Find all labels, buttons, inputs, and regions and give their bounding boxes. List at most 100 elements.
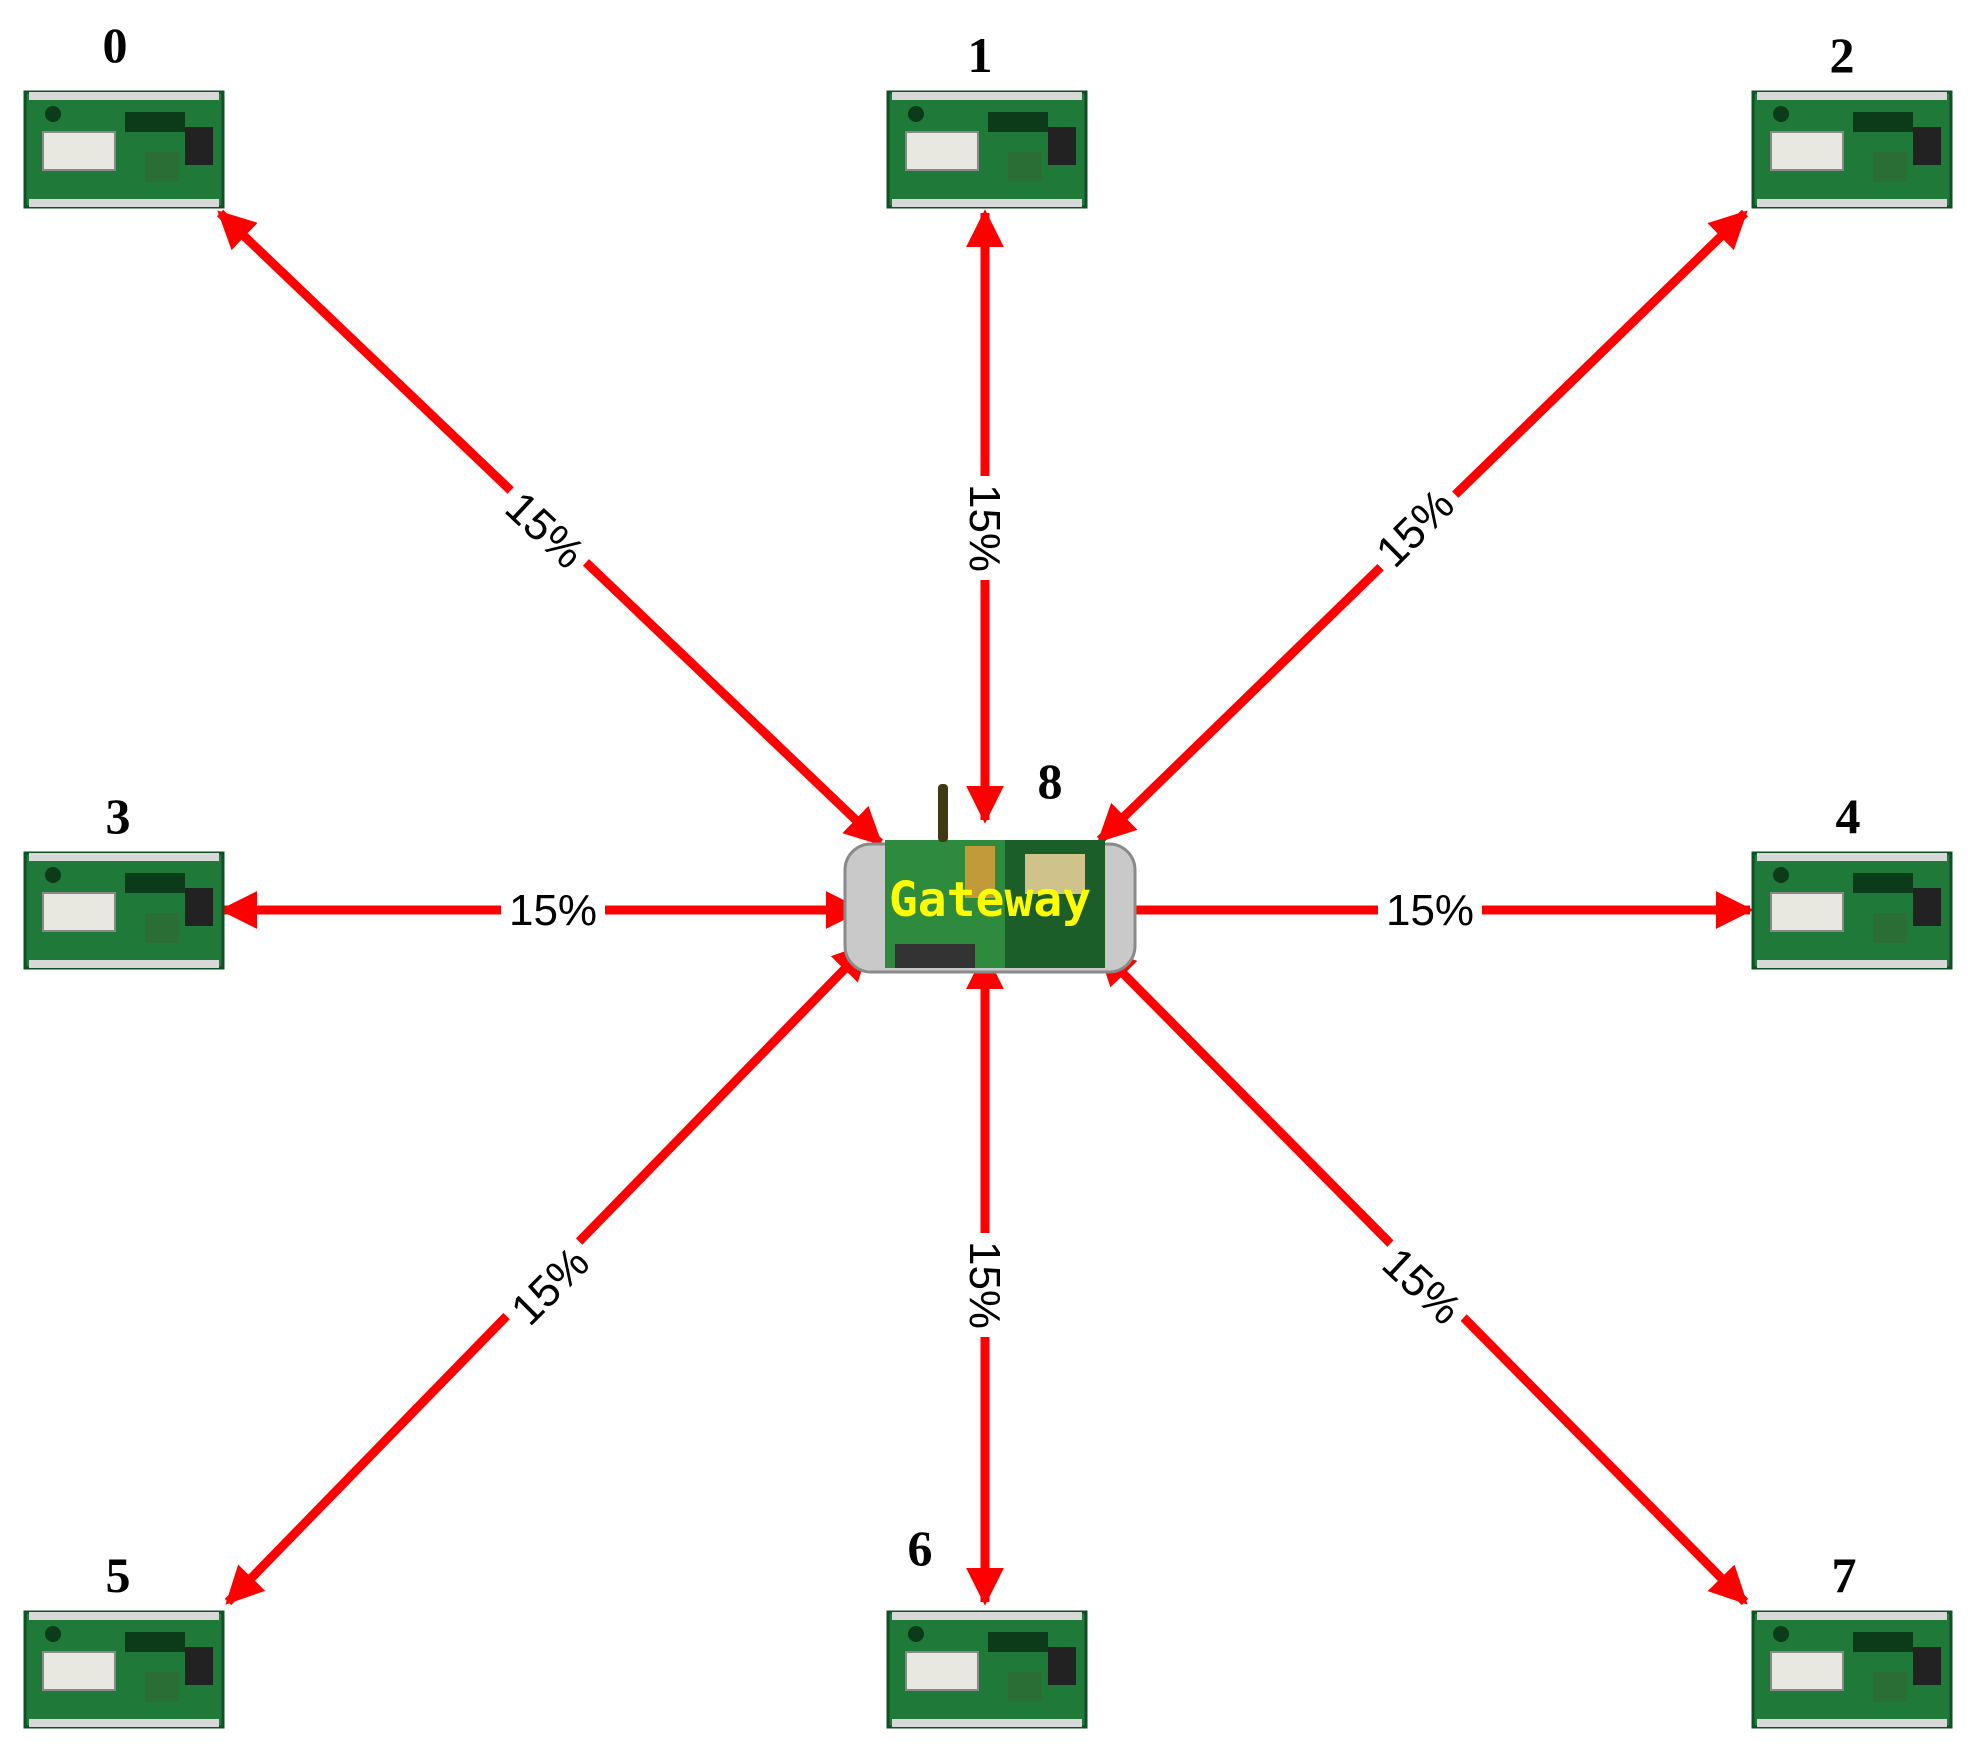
board-radio (145, 152, 179, 182)
link-label-background (1366, 1230, 1480, 1341)
board-bottom-pins (29, 199, 219, 207)
board-chip (1853, 1632, 1913, 1652)
board-radio (1873, 1672, 1907, 1702)
board-mount-hole (908, 106, 924, 122)
link-label-background (493, 1229, 606, 1342)
board-mount-hole (45, 106, 61, 122)
link-label-group-6: 15% (959, 1233, 1013, 1337)
board-chip (988, 112, 1048, 132)
gateway-module (965, 846, 995, 898)
board-radio (1873, 152, 1907, 182)
board-chip (125, 873, 185, 893)
board-bottom-pins (892, 199, 1082, 207)
link-label-group-1: 15% (959, 476, 1013, 580)
link-label-background (501, 882, 605, 936)
board-module (42, 892, 116, 932)
gateway-id: 8 (1038, 753, 1063, 809)
link-label-group-3: 15% (501, 882, 605, 936)
gateway-connector (895, 944, 975, 968)
link-label-4: 15% (1386, 886, 1474, 935)
node-id-3: 3 (106, 788, 131, 844)
board-bottom-pins (1757, 1719, 1947, 1727)
board-module (1770, 1651, 1844, 1691)
board-connector (185, 127, 213, 165)
antenna-icon (938, 784, 948, 842)
board-bottom-pins (1757, 199, 1947, 207)
links-layer: 15%15%15%15%15%15%15%15% (216, 209, 1754, 1606)
board-mount-hole (1773, 867, 1789, 883)
node-id-4: 4 (1836, 788, 1861, 844)
board-bottom-pins (29, 960, 219, 968)
board-header-pins (29, 853, 219, 861)
board-header-pins (892, 92, 1082, 100)
board-chip (125, 1632, 185, 1652)
board-module (1770, 892, 1844, 932)
board-radio (145, 1672, 179, 1702)
board-chip (988, 1632, 1048, 1652)
board-mount-hole (45, 867, 61, 883)
board-header-pins (29, 1612, 219, 1620)
board-module (42, 1651, 116, 1691)
node-board-3 (23, 851, 225, 970)
board-mount-hole (908, 1626, 924, 1642)
board-radio (1008, 1672, 1042, 1702)
board-radio (145, 913, 179, 943)
board-chip (125, 112, 185, 132)
board-module (42, 131, 116, 171)
node-id-5: 5 (106, 1547, 131, 1603)
link-label-3: 15% (509, 886, 597, 935)
board-mount-hole (45, 1626, 61, 1642)
node-id-6: 6 (908, 1520, 933, 1576)
gateway-device (843, 784, 1137, 974)
board-module (905, 131, 979, 171)
board-header-pins (1757, 92, 1947, 100)
board-mount-hole (1773, 1626, 1789, 1642)
board-connector (1913, 127, 1941, 165)
gateway-chip (1025, 854, 1085, 894)
board-chip (1853, 873, 1913, 893)
node-id-0: 0 (103, 17, 128, 73)
node-id-1: 1 (968, 27, 993, 83)
link-label-background (959, 476, 1013, 580)
link-label-group-4: 15% (1378, 882, 1482, 936)
gateway-label: Gateway (889, 872, 1091, 928)
board-module (1770, 131, 1844, 171)
node-board-5 (23, 1610, 225, 1729)
link-label-group-7: 15% (1366, 1230, 1480, 1341)
link-label-background (489, 474, 603, 585)
board-chip (1853, 112, 1913, 132)
node-board-7 (1751, 1610, 1953, 1729)
board-connector (1913, 1647, 1941, 1685)
board-header-pins (892, 1612, 1082, 1620)
board-connector (185, 888, 213, 926)
link-label-group-5: 15% (493, 1229, 606, 1342)
node-id-2: 2 (1830, 27, 1855, 83)
link-label-background (1378, 882, 1482, 936)
board-connector (1048, 127, 1076, 165)
board-header-pins (1757, 853, 1947, 861)
board-radio (1873, 913, 1907, 943)
board-mount-hole (1773, 106, 1789, 122)
node-board-1 (886, 90, 1088, 209)
node-board-4 (1751, 851, 1953, 970)
board-header-pins (1757, 1612, 1947, 1620)
board-connector (1913, 888, 1941, 926)
board-connector (1048, 1647, 1076, 1685)
node-board-6 (886, 1610, 1088, 1729)
board-module (905, 1651, 979, 1691)
board-bottom-pins (29, 1719, 219, 1727)
board-bottom-pins (1757, 960, 1947, 968)
board-radio (1008, 152, 1042, 182)
link-label-1: 15% (960, 484, 1009, 572)
board-connector (185, 1647, 213, 1685)
node-board-2 (1751, 90, 1953, 209)
link-label-6: 15% (960, 1241, 1009, 1329)
board-header-pins (29, 92, 219, 100)
link-label-background (1358, 471, 1471, 584)
node-board-0 (23, 90, 225, 209)
board-bottom-pins (892, 1719, 1082, 1727)
link-label-background (959, 1233, 1013, 1337)
